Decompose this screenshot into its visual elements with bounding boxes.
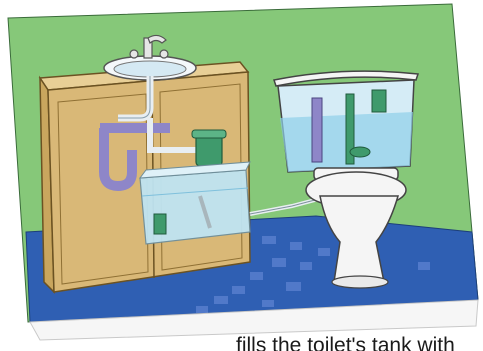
caption-text: fills the toilet's tank with <box>236 326 483 351</box>
sink-bowl <box>114 61 186 77</box>
water-reservoir <box>140 162 250 244</box>
filter-unit <box>196 134 222 166</box>
pump <box>154 214 166 234</box>
toilet-tank <box>274 71 418 172</box>
